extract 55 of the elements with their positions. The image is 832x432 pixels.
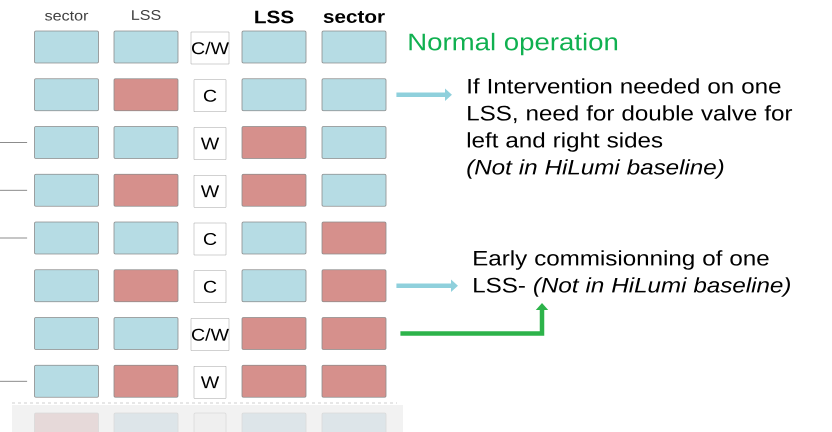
status-box bbox=[242, 78, 306, 112]
line bbox=[0, 190, 28, 191]
status-box bbox=[114, 30, 178, 64]
status-label: Normal operation bbox=[409, 32, 618, 56]
column-header: sector bbox=[324, 11, 385, 23]
mode-box: W bbox=[194, 127, 226, 160]
status-box bbox=[242, 412, 306, 432]
status-box bbox=[322, 174, 386, 207]
status-box bbox=[114, 222, 178, 254]
status-box bbox=[242, 30, 306, 64]
status-box bbox=[34, 222, 99, 254]
note-text: Early commisionning of one LSS- (Not in HiLumi baseline) bbox=[474, 250, 790, 297]
status-box bbox=[34, 317, 99, 350]
status-box bbox=[242, 126, 306, 159]
column-header: LSS bbox=[132, 10, 160, 20]
status-box bbox=[322, 269, 386, 302]
mode-box: C bbox=[194, 222, 226, 256]
status-box bbox=[114, 364, 178, 398]
line bbox=[0, 142, 28, 143]
status-box bbox=[322, 126, 386, 159]
status-box bbox=[114, 269, 178, 302]
status-box bbox=[322, 30, 386, 64]
status-box bbox=[114, 78, 178, 112]
note-text: If Intervention needed on one LSS, need for double valve for left and right sides (Not in HiLumi baseline) bbox=[467, 78, 792, 179]
status-box bbox=[194, 412, 226, 432]
status-box bbox=[34, 126, 99, 159]
status-box bbox=[322, 364, 386, 398]
status-box bbox=[242, 174, 306, 207]
status-box bbox=[114, 317, 178, 350]
column-header: sector bbox=[45, 11, 88, 21]
status-box bbox=[322, 317, 386, 350]
mode-box: W bbox=[194, 175, 226, 208]
status-box bbox=[34, 364, 99, 398]
mode-box: W bbox=[194, 366, 226, 398]
status-box bbox=[322, 222, 386, 254]
status-box bbox=[114, 174, 178, 207]
status-box bbox=[34, 174, 99, 207]
status-box bbox=[114, 412, 178, 432]
mode-box: C bbox=[194, 80, 226, 112]
mode-box: C bbox=[194, 270, 226, 303]
status-box bbox=[34, 30, 99, 64]
status-box bbox=[242, 269, 306, 302]
status-box bbox=[114, 126, 178, 159]
status-box bbox=[322, 412, 386, 432]
status-box bbox=[242, 364, 306, 398]
line bbox=[0, 380, 28, 382]
status-box bbox=[34, 269, 99, 302]
mode-box: C/W bbox=[190, 318, 230, 351]
status-box bbox=[242, 317, 306, 350]
column-header: LSS bbox=[255, 10, 294, 24]
mode-box: C/W bbox=[190, 32, 230, 64]
status-box bbox=[34, 78, 99, 112]
status-box bbox=[322, 78, 386, 112]
status-box bbox=[34, 412, 99, 432]
status-box bbox=[242, 222, 306, 254]
